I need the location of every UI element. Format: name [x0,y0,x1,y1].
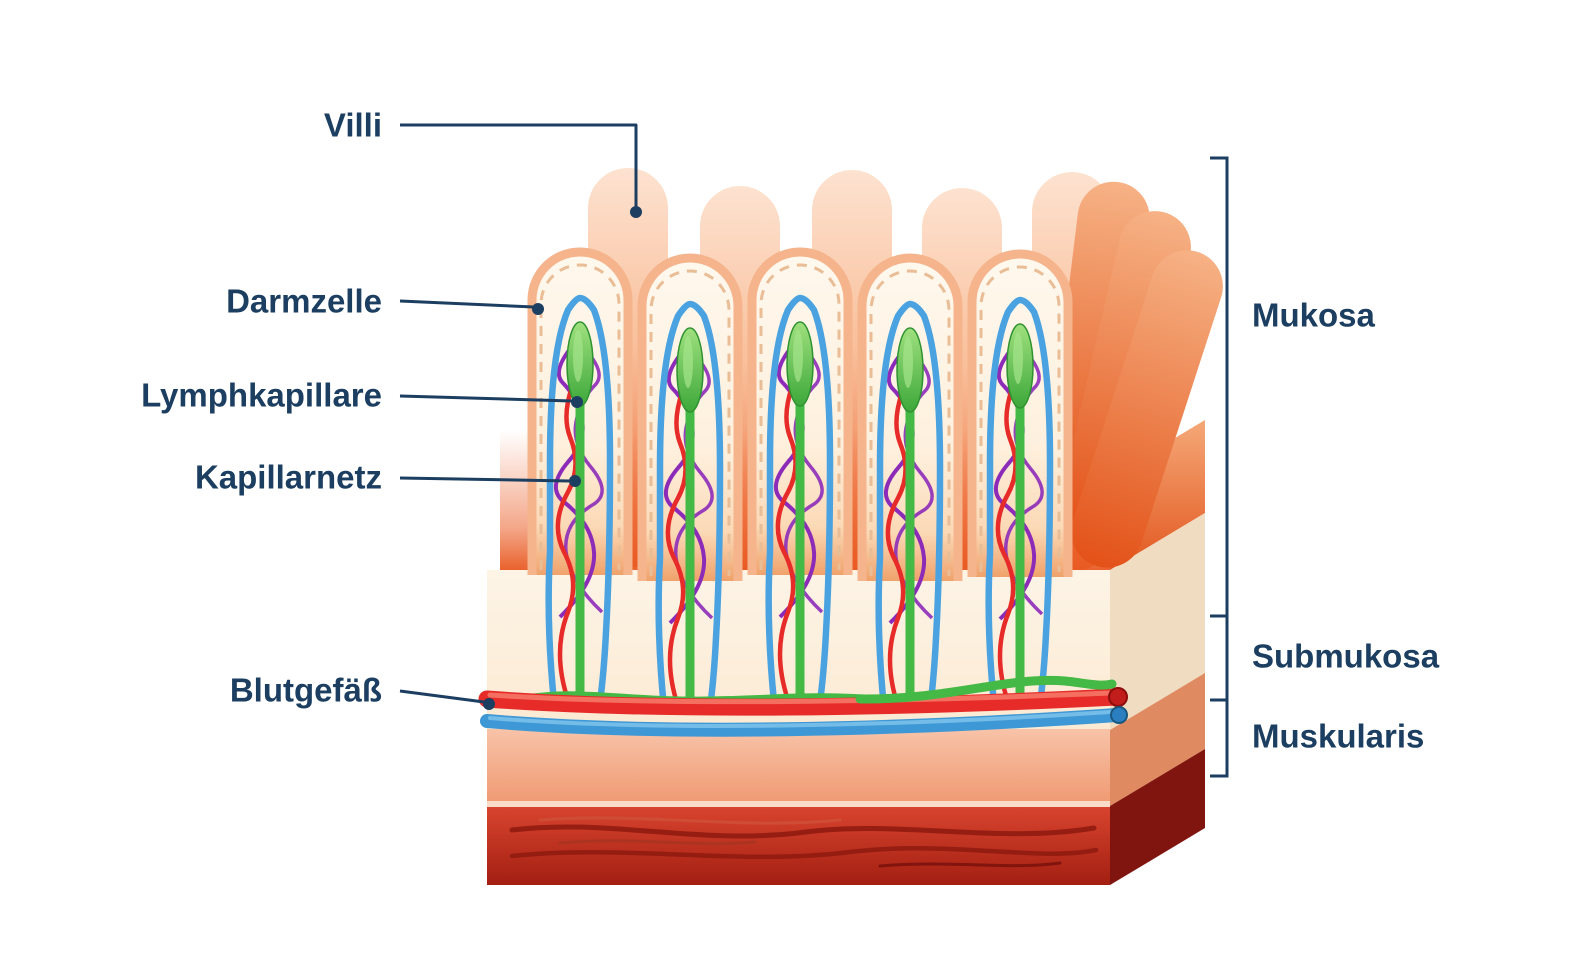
label-submukosa: Submukosa [1252,637,1440,675]
label-kapillarnetz: Kapillarnetz [194,458,382,496]
lamina-side-face [1110,513,1205,730]
artery-blood-vessel [478,688,1125,716]
submukosa-side-face [1110,673,1205,806]
leader-dots [483,206,642,710]
blutgefaess-leader-line [399,689,485,704]
lymphkapillare-marker-dot [571,396,583,408]
vein-blood-vessel [480,708,1124,737]
villi-leader-line [400,123,638,207]
layer-bracket [1210,156,1229,778]
vein-cut-end [1110,706,1128,724]
muscle-fiber-lines [509,816,1099,868]
muskularis-side-face [1110,749,1205,885]
kapillarnetz-marker-dot [569,475,581,487]
submukosa-layer [487,729,1110,801]
villi-marker-dot [630,206,642,218]
label-muskularis: Muskularis [1252,717,1425,755]
label-darmzelle: Darmzelle [226,282,382,320]
label-villi: Villi [323,106,382,144]
darmzelle-leader-line [399,299,535,309]
leader-lines [399,123,638,704]
lymph-vessel-crossing [855,675,1117,704]
kapillarnetz-leader-line [399,476,571,483]
blutgefaess-marker-dot [483,698,495,710]
lymphkapillare-leader-line [399,394,573,403]
base-vessels [478,675,1128,737]
label-lymphkapillare: Lymphkapillare [141,376,382,414]
label-mukosa: Mukosa [1252,296,1375,334]
muskularis-layer [487,807,1110,885]
artery-cut-end [1108,687,1128,707]
darmzelle-marker-dot [532,303,544,315]
layer-divider [487,801,1110,807]
label-blutgefaess: Blutgefäß [229,671,382,709]
